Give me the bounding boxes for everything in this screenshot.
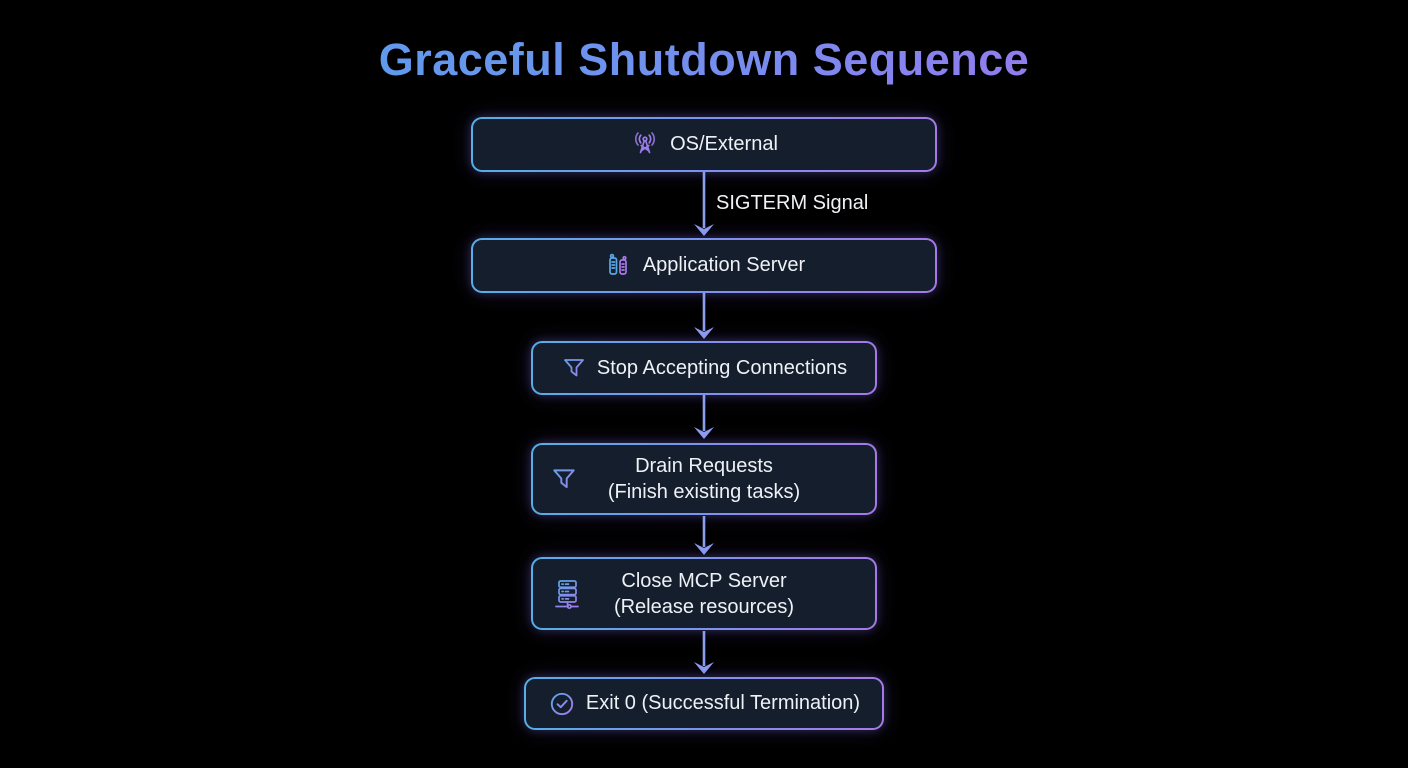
server-towers-icon [603,251,633,281]
node-exit-0: Exit 0 (Successful Termination) [524,677,884,730]
node-close-mcp-server: Close MCP Server (Release resources) [531,557,877,630]
node-drain-requests: Drain Requests (Finish existing tasks) [531,443,877,515]
edge-label-sigterm: SIGTERM Signal [716,192,869,214]
node-stop-accepting-connections: Stop Accepting Connections [531,341,877,395]
funnel-icon [550,465,578,493]
node-application-server: Application Server [471,238,937,293]
flow-arrow [694,395,714,439]
node-label: Stop Accepting Connections [596,356,848,379]
flow-arrow [694,172,714,236]
node-label: Application Server [642,254,806,276]
node-sublabel: (Release resources) [613,595,795,618]
node-label: Exit 0 (Successful Termination) [585,692,861,714]
node-os-external: OS/External [471,117,937,172]
funnel-icon [561,355,587,381]
check-circle-icon [548,690,576,718]
page-title: Graceful Shutdown Sequence [0,34,1408,86]
flow-arrow [694,631,714,674]
flow-arrow [694,293,714,339]
flow-arrow [694,516,714,555]
node-sublabel: (Finish existing tasks) [607,481,801,503]
server-rack-icon [550,577,584,611]
node-label: OS/External [670,133,778,155]
node-label: Close MCP Server [621,569,787,592]
node-label: Drain Requests [635,455,773,477]
radio-tower-icon [630,130,660,160]
